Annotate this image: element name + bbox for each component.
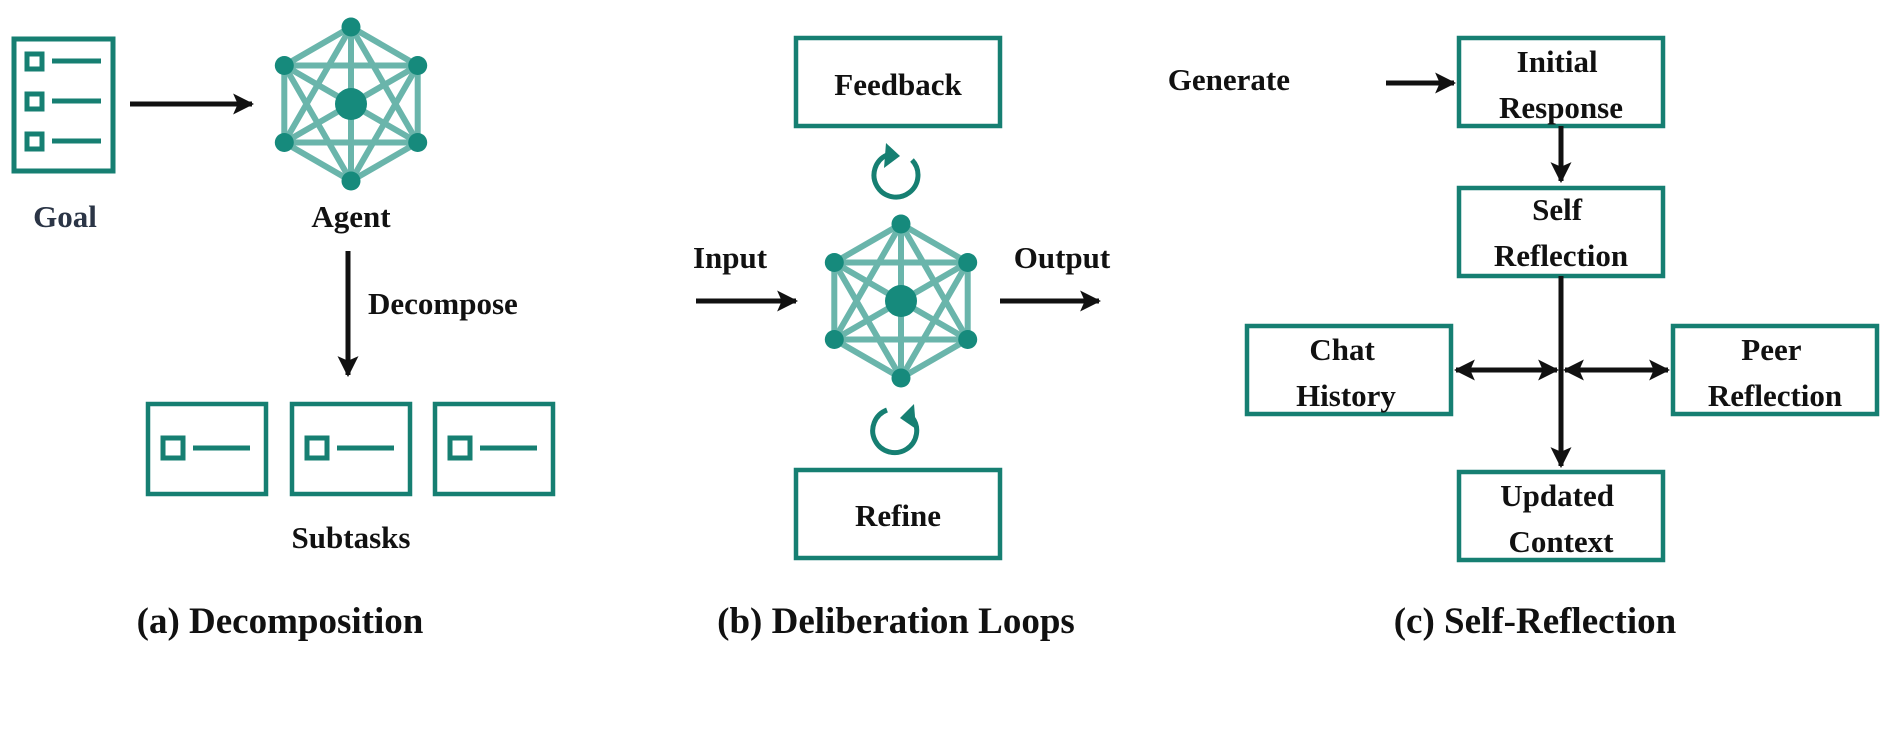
updated-context-label: Updated Context [1500,478,1621,559]
chat-history-line2: History [1296,378,1396,413]
updated-context-line1: Updated [1500,478,1614,513]
checklist-icon [11,36,116,174]
refine-label: Refine [855,498,941,533]
caption-deliberation-loops: (b) Deliberation Loops [717,601,1075,642]
initial-response-box [1456,35,1666,129]
refine-box [793,467,1003,561]
generate-label: Generate [1168,62,1290,97]
self-reflection-line1: Self [1532,192,1583,227]
self-reflection-line2: Reflection [1494,238,1628,273]
peer-reflection-box [1670,323,1880,417]
peer-reflection-line1: Peer [1741,332,1801,367]
feedback-label: Feedback [834,67,962,102]
initial-response-label: Initial Response [1499,44,1623,125]
input-label: Input [693,240,768,275]
updated-context-line2: Context [1508,524,1614,559]
deliberation-panel: Feedback Input Output Refine (b) Deliber… [693,35,1111,642]
goal-label: Goal [33,199,97,234]
subtask-icon [435,404,553,494]
agent-network-icon [825,215,977,388]
refresh-icon [871,143,921,200]
decomposition-panel: Goal Agent Decompose Subtasks (a) Decomp… [11,18,553,642]
chat-history-line1: Chat [1309,332,1375,367]
peer-reflection-label: Peer Reflection [1708,332,1842,413]
agent-network-icon [275,18,427,191]
subtasks-label: Subtasks [292,520,411,555]
caption-self-reflection: (c) Self-Reflection [1394,601,1677,642]
refresh-icon [870,404,920,456]
subtask-icon [148,404,266,494]
subtask-icon [292,404,410,494]
caption-decomposition: (a) Decomposition [137,601,424,642]
initial-response-line1: Initial [1517,44,1598,79]
chat-history-label: Chat History [1296,332,1396,413]
self-reflection-panel: Generate Initial Response Self Reflectio… [1168,35,1880,642]
decompose-label: Decompose [368,286,518,321]
self-reflection-label: Self Reflection [1494,192,1628,273]
updated-context-box [1456,469,1666,563]
agent-label: Agent [311,199,391,234]
feedback-box [793,35,1003,129]
peer-reflection-line2: Reflection [1708,378,1842,413]
output-label: Output [1014,240,1111,275]
chat-history-box [1244,323,1454,417]
initial-response-line2: Response [1499,90,1623,125]
